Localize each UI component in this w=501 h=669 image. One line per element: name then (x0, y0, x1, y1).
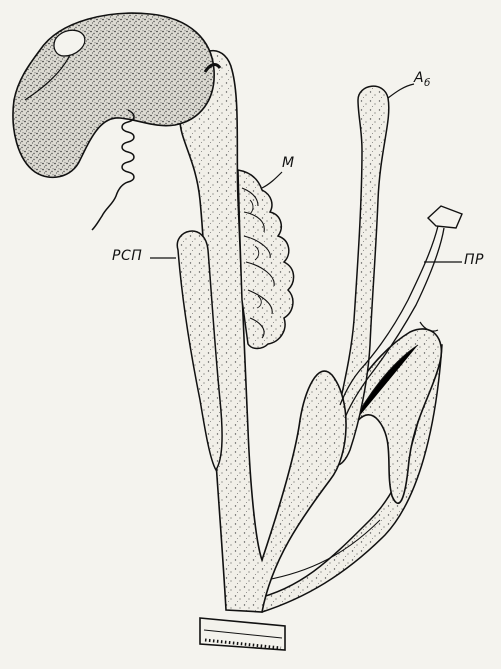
leader-a6 (388, 84, 414, 98)
label-pr: ПР (464, 252, 484, 268)
label-a6: Aб (414, 70, 431, 89)
label-rsp: РСП (112, 248, 142, 264)
base-plate (200, 618, 285, 650)
mucous-gland-m (238, 170, 294, 349)
label-a6-sub: б (424, 78, 431, 89)
label-m: M (282, 155, 295, 171)
label-a6-main: A (414, 70, 424, 86)
leader-m (262, 172, 282, 188)
